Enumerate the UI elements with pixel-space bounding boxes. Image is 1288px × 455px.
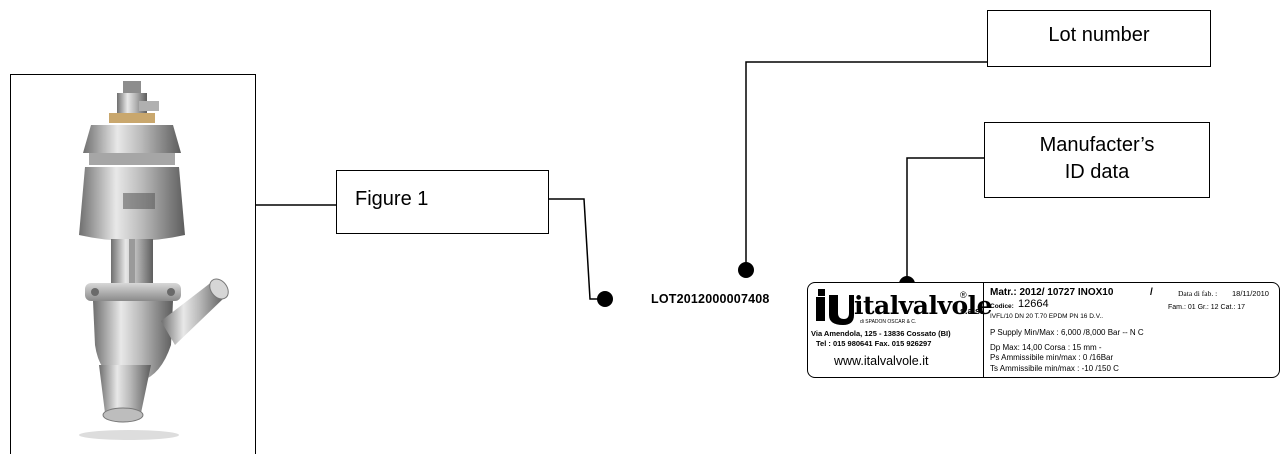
id-plate: italvalvole ® s.a.s. di SPADON OSCAR & C…	[807, 282, 1280, 378]
leader-lot-number	[746, 62, 988, 270]
manufacturer-label-line1: Manufacter’s	[985, 132, 1209, 159]
manufacturer-label-line2: ID data	[985, 159, 1209, 186]
plate-suffix: s.a.s.	[960, 307, 983, 316]
plate-phone: Tel : 015 980641 Fax. 015 926297	[816, 340, 931, 348]
lot-number-label: Lot number	[988, 24, 1210, 47]
manufacturer-id-callout-box: Manufacter’s ID data	[984, 122, 1210, 198]
plate-codice-label: Codice:	[990, 304, 1014, 311]
plate-ts: Ts Ammissibile min/max : -10 /150 C	[990, 365, 1119, 373]
plate-slash: /	[1150, 288, 1153, 298]
lot-number-callout-box: Lot number	[987, 10, 1211, 67]
manufacturer-id-label: Manufacter’s ID data	[985, 132, 1209, 186]
valve-image	[11, 75, 257, 455]
plate-address: Via Amendola, 125 - 13836 Cossato (BI)	[811, 330, 951, 338]
italvalvole-logo-icon	[814, 289, 854, 327]
plate-fam: Fam.: 01 Gr.: 12 Cat.: 17	[1168, 304, 1245, 311]
plate-subbrand: di SPADON OSCAR & C.	[860, 320, 916, 325]
plate-p-supply: P Supply Min/Max : 6,000 /8,000 Bar -- N…	[990, 329, 1144, 337]
figure-1-label: Figure 1	[355, 188, 428, 211]
plate-data-fab-label: Data di fab. :	[1178, 290, 1217, 298]
plate-logo-section: italvalvole ® s.a.s. di SPADON OSCAR & C…	[808, 283, 984, 377]
figure-1-callout-box: Figure 1	[336, 170, 549, 234]
plate-registered: ®	[960, 291, 967, 300]
valve-figure-frame	[10, 74, 256, 454]
plate-website: www.italvalvole.it	[834, 355, 928, 368]
plate-data-section: Matr.: 2012/ 10727 INOX10 / Data di fab.…	[984, 283, 1279, 377]
plate-ps: Ps Ammissibile min/max : 0 /16Bar	[990, 354, 1113, 362]
plate-matr: Matr.: 2012/ 10727 INOX10	[990, 288, 1113, 298]
plate-spec: IVFL/10 DN 20 T.70 EPDM PN 16 D.V..	[990, 314, 1103, 321]
leader-figure-lot	[549, 199, 604, 299]
plate-codice-value: 12664	[1018, 299, 1049, 310]
plate-data-fab-value: 18/11/2010	[1232, 290, 1269, 298]
lot-number-dot	[738, 262, 754, 278]
lot-code-dot	[597, 291, 613, 307]
lot-code: LOT2012000007408	[651, 292, 770, 306]
leader-manufacturer	[907, 158, 985, 284]
plate-dp: Dp Max: 14,00 Corsa : 15 mm -	[990, 344, 1102, 352]
